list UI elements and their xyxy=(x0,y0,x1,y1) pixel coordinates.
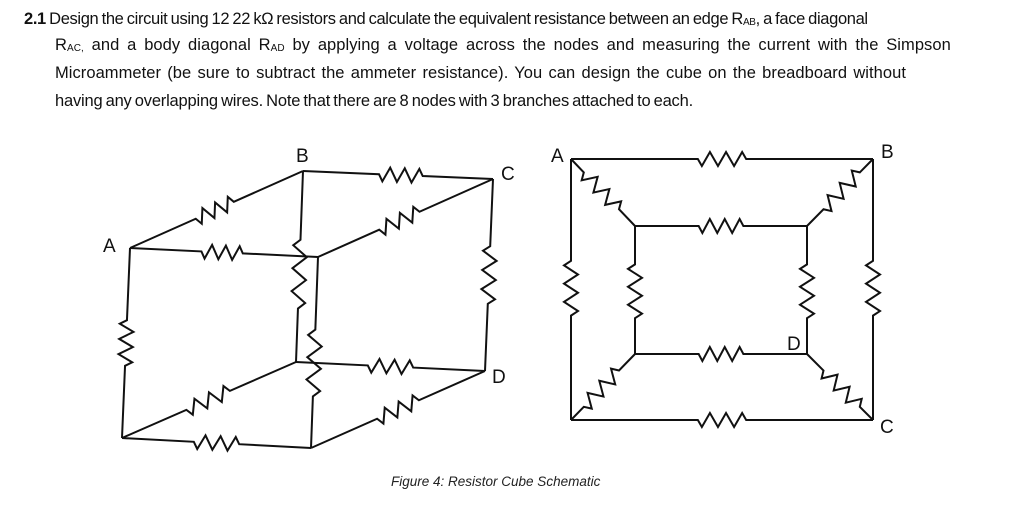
resistor-a-b xyxy=(129,170,304,249)
resistor-2d-b-itr xyxy=(806,158,874,227)
resistor-2d-ibl-d xyxy=(635,344,807,364)
resistor-ftr-fbr xyxy=(304,256,324,449)
cube-2d-schematic xyxy=(562,149,882,430)
resistor-2d-a-b xyxy=(571,149,873,169)
cube-3d-schematic xyxy=(116,165,499,453)
cube3d-label-b: B xyxy=(296,146,309,167)
subscript-ad: AD xyxy=(270,43,285,54)
resistor-2d-a-bl xyxy=(562,159,580,420)
problem-line-2: RAC, and a body diagonal RAD by applying… xyxy=(55,35,951,55)
resistor-a-ftr xyxy=(129,242,319,263)
text: and a body diagonal R xyxy=(83,36,271,54)
problem-number: 2.1 xyxy=(24,10,46,28)
problem-line-3: Microammeter (be sure to subtract the am… xyxy=(55,64,906,82)
resistor-2d-b-c xyxy=(864,159,882,420)
resistor-fbl-fbr xyxy=(121,433,312,453)
resistor-c-d xyxy=(479,178,499,372)
subscript-ab: AB xyxy=(742,17,756,28)
problem-line-4: having any overlapping wires. Note that … xyxy=(55,92,693,110)
cube3d-label-d: D xyxy=(492,367,506,388)
resistor-2d-itl-itr xyxy=(635,216,807,236)
resistor-2d-itr-d xyxy=(798,226,816,354)
cube2d-label-b: B xyxy=(881,142,894,163)
resistor-2d-itl-ibl xyxy=(626,226,644,354)
resistor-b-c xyxy=(302,165,494,185)
text: Design the circuit using 12 22 kΩ resist… xyxy=(49,10,743,28)
resistor-fbl-bbl xyxy=(121,361,297,439)
cube2d-label-c: C xyxy=(880,417,894,438)
text: by applying a voltage across the nodes a… xyxy=(284,36,951,54)
figure-caption: Figure 4: Resistor Cube Schematic xyxy=(391,474,601,489)
resistor-2d-bl-c xyxy=(571,410,873,430)
resistor-b-bbl xyxy=(290,170,309,363)
text: , a face diagonal xyxy=(755,10,869,28)
problem-line-1: 2.1 Design the circuit using 12 22 kΩ re… xyxy=(24,9,868,29)
resistor-a-fbl xyxy=(116,247,136,439)
cube3d-label-c: C xyxy=(501,164,515,185)
resistor-2d-a-itl xyxy=(570,158,636,227)
cube2d-label-a: A xyxy=(551,146,564,167)
resistor-ftr-c xyxy=(317,178,494,258)
resistor-2d-c-d xyxy=(806,353,874,421)
cube3d-label-a: A xyxy=(103,236,116,257)
subscript-ac: AC, xyxy=(66,43,84,54)
resistor-bbl-d xyxy=(295,356,486,377)
resistor-2d-bl-ibl xyxy=(570,353,636,421)
resistor-fbr-d xyxy=(310,370,486,449)
text: R xyxy=(55,36,67,54)
cube2d-label-d: D xyxy=(787,334,801,355)
